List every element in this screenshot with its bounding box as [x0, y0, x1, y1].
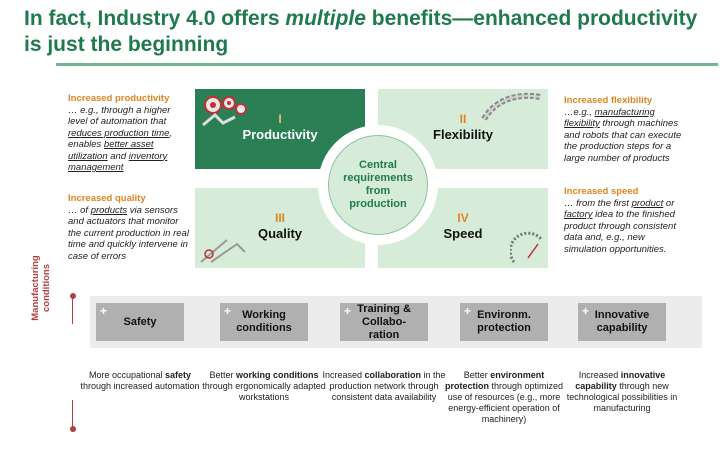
quadrant-number: I	[278, 112, 282, 126]
note-speed: Increased speed… from the first product …	[564, 186, 684, 255]
quadrant-productivity: I Productivity	[195, 89, 365, 169]
side-marker-line-top	[72, 298, 73, 324]
plus-icon: +	[224, 304, 232, 318]
note-heading: Increased quality	[68, 193, 146, 204]
condition-innovation: + Innovative capability	[578, 303, 666, 341]
page-title: In fact, Industry 4.0 offers multiple be…	[24, 7, 698, 56]
quadrant-label: Quality	[257, 226, 303, 241]
condition-label: Innovative capability	[594, 309, 650, 334]
plus-icon: +	[344, 304, 352, 318]
central-requirements-text: Central requirements from production	[343, 159, 413, 210]
condition-label: Environm. protection	[477, 309, 531, 334]
plus-icon: +	[100, 304, 108, 318]
quadrant-number: IV	[457, 211, 469, 225]
manufacturing-conditions-label: Manufacturing conditions	[30, 255, 52, 321]
quadrant-number: II	[459, 112, 467, 126]
condition-description-innovation: Increased innovative capability through …	[566, 370, 678, 413]
condition-working: + Working conditions	[220, 303, 308, 341]
gears-robot-icon	[202, 96, 247, 127]
note-heading: Increased speed	[564, 186, 639, 197]
note-flexibility: Increased flexibility…e.g., manufacturin…	[564, 95, 690, 164]
note-heading: Increased flexibility	[564, 95, 653, 106]
title-emphasis: multiple	[285, 7, 366, 30]
quadrant-flexibility: II Flexibility	[378, 89, 548, 169]
quadrant-number: III	[274, 211, 285, 225]
plus-icon: +	[582, 304, 590, 318]
speedometer-icon	[510, 231, 544, 263]
quadrant-label: Speed	[443, 226, 483, 241]
note-heading: Increased productivity	[68, 93, 170, 104]
condition-training: + Training & Collabo- ration	[340, 303, 428, 341]
plus-icon: +	[464, 304, 472, 318]
condition-safety: + Safety	[96, 303, 184, 341]
condition-label: Training & Collabo- ration	[357, 302, 411, 341]
title-divider	[56, 63, 718, 66]
condition-label: Working conditions	[236, 309, 292, 334]
note-productivity: Increased productivity… e.g., through a …	[68, 93, 186, 174]
side-marker-bottom-dot	[69, 426, 76, 432]
side-marker-top-dot	[69, 293, 76, 299]
condition-description-training: Increased collaboration in the productio…	[322, 370, 446, 402]
condition-label: Safety	[123, 315, 157, 328]
caliper-icon	[200, 239, 246, 263]
side-marker-line-bottom	[72, 400, 73, 428]
condition-description-environment: Better environment protection through op…	[444, 370, 564, 424]
quadrant-label: Flexibility	[433, 127, 493, 142]
condition-environment: + Environm. protection	[460, 303, 548, 341]
quadrant-label: Productivity	[242, 127, 318, 142]
central-requirements-circle: Central requirements from production	[320, 127, 436, 243]
note-quality: Increased quality… of products via senso…	[68, 193, 189, 262]
condition-description-safety: More occupational safety through increas…	[80, 370, 200, 391]
robot-arm-icon	[481, 92, 541, 121]
condition-description-working: Better working conditions through ergono…	[202, 370, 326, 402]
